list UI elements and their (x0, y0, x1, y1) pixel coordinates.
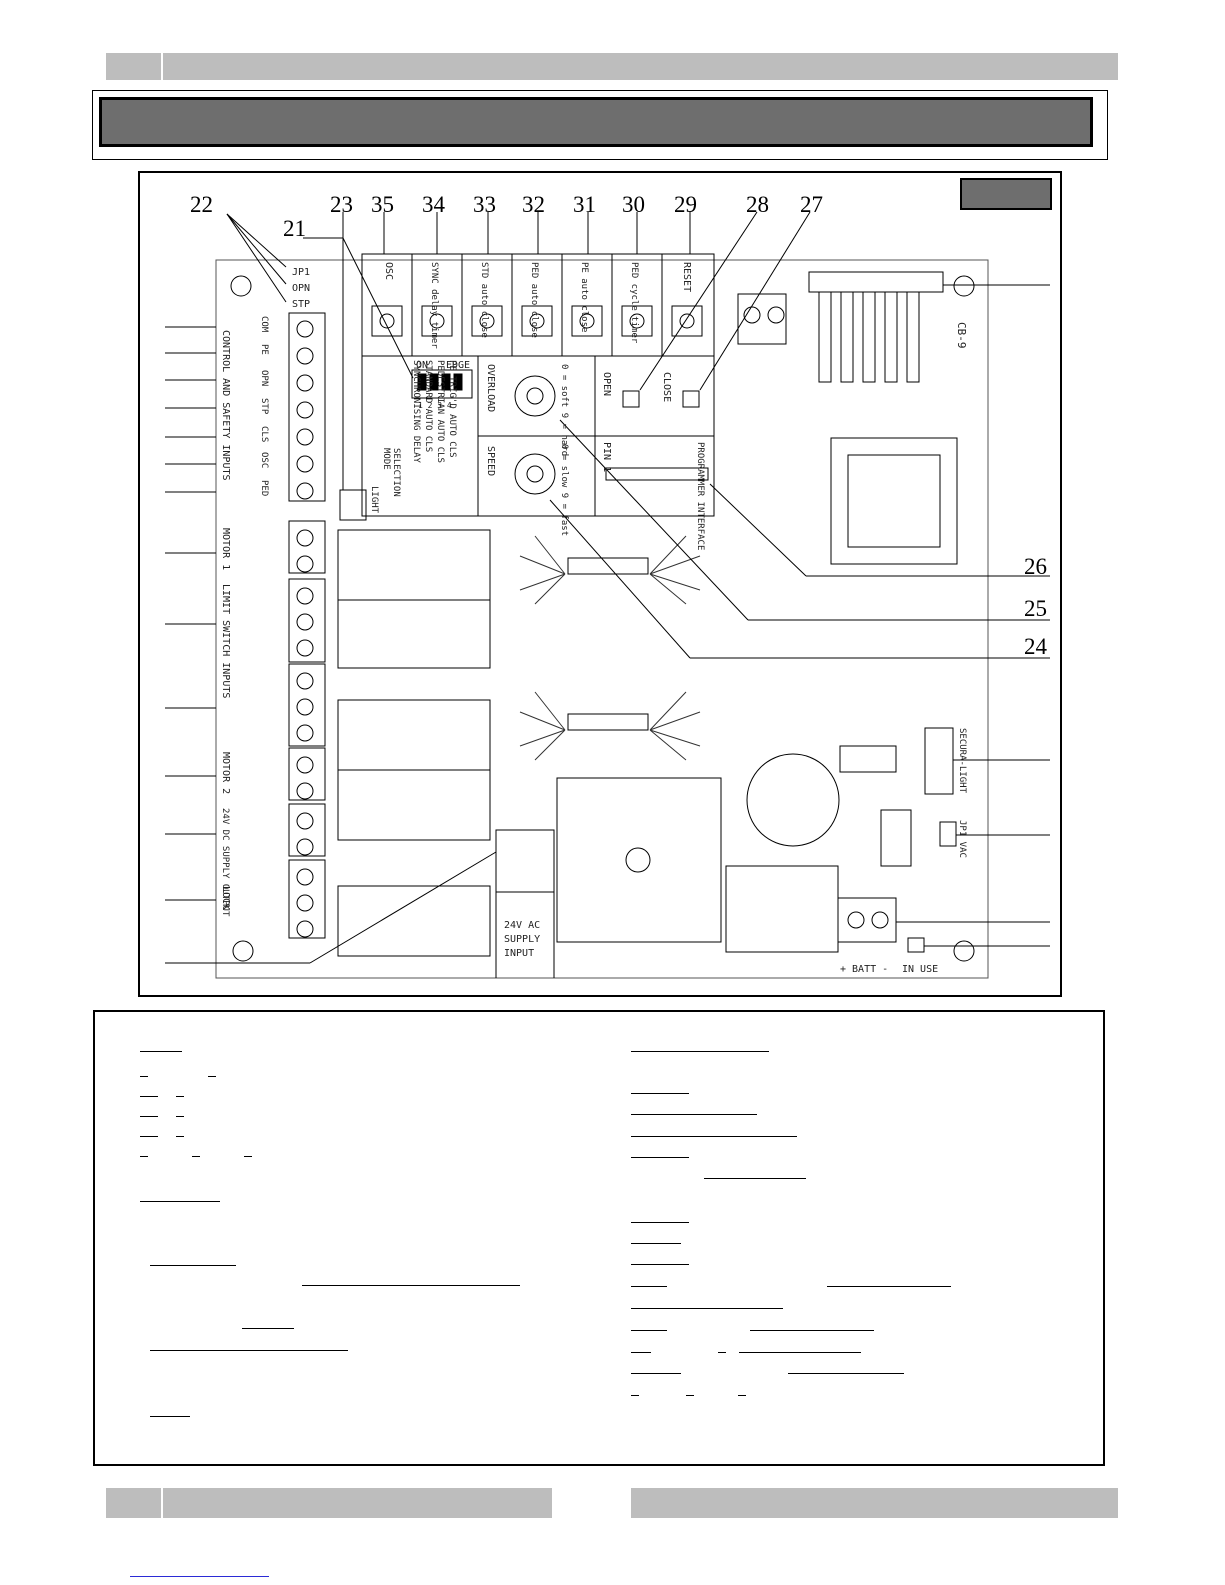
mode-label-5: PE TRIG'D AUTO CLS (447, 360, 457, 458)
close-label: CLOSE (661, 372, 672, 402)
callout-21: 21 (283, 216, 306, 241)
button-osc-label: OSC (383, 262, 394, 280)
button-pedcycle-label: PED cycle timer (629, 262, 639, 344)
dip-edge-label: EDGE (446, 360, 470, 371)
control-group-label: CONTROL AND SAFETY INPUTS (220, 330, 231, 481)
motor2-label: MOTOR 2 (220, 752, 231, 794)
term-osc-label: OSC (259, 452, 269, 468)
button-reset-label: RESET (681, 262, 692, 292)
programmer-label: PROGRAMMER INTERFACE (695, 442, 705, 550)
term-com-label: COM (259, 316, 269, 333)
in-use-label: IN USE (902, 964, 938, 975)
lock-label: LOCK (220, 886, 231, 910)
callout-28: 28 (746, 192, 769, 217)
jp1-vac-label: JP1 VAC (957, 820, 967, 858)
term-pe-label: PE (259, 344, 269, 355)
term-cls-label: CLS (259, 426, 269, 442)
mode-label-4: PEDESTRIAN AUTO CLS (435, 360, 445, 463)
mode-label-0: MODE (381, 448, 391, 470)
diagram-frame (138, 171, 1062, 997)
speed-scale-label: 0 = slow 9 = fast (559, 444, 569, 536)
motor1-label: MOTOR 1 (220, 528, 231, 570)
button-sync-label: SYNC delay timer (429, 262, 439, 349)
callout-33: 33 (473, 192, 496, 217)
callout-27: 27 (800, 192, 823, 217)
supply-in-label-1: SUPPLY (504, 934, 540, 945)
callout-29: 29 (674, 192, 697, 217)
callout-23: 23 (330, 192, 353, 217)
term-opn-label: OPN (259, 370, 269, 386)
jumper-opn-label: OPN (292, 283, 310, 294)
mode-label-1: SELECTION (391, 448, 401, 497)
dip-numbers-label: 1 2 3 4 (418, 401, 452, 410)
open-label: OPEN (601, 372, 612, 396)
jumper-stp-label: STP (292, 299, 310, 310)
pin1-label: PIN 1 (601, 442, 612, 472)
light-label: LIGHT (369, 486, 379, 514)
footer-band-right (631, 1488, 1118, 1518)
callout-25: 25 (1024, 596, 1047, 621)
callout-22: 22 (190, 192, 213, 217)
model-label: CB-9 (955, 322, 968, 349)
batt-label: + BATT - (840, 964, 888, 975)
term-stp-label: STP (259, 398, 269, 415)
footer-link-underline[interactable] (130, 1576, 269, 1577)
callout-26: 26 (1024, 554, 1047, 579)
callout-31: 31 (573, 192, 596, 217)
footer-band-left (106, 1488, 552, 1518)
overload-scale-label: 0 = soft 9 = hard (559, 364, 569, 456)
legend-panel (93, 1010, 1105, 1466)
callout-34: 34 (422, 192, 446, 217)
overload-label: OVERLOAD (485, 364, 496, 412)
speed-label: SPEED (485, 446, 496, 476)
button-pe-label: PE auto close (579, 262, 589, 332)
limit-label: LIMIT SWITCH INPUTS (220, 584, 231, 698)
figure-tag (960, 178, 1052, 210)
term-ped-label: PED (259, 480, 269, 496)
supply-out-label: 24V DC SUPPLY OUTPUT (220, 808, 230, 917)
callout-30: 30 (622, 192, 645, 217)
callout-32: 32 (522, 192, 545, 217)
secura-light-label: SECURA-LIGHT (957, 728, 967, 794)
button-std-label: STD auto close (479, 262, 489, 338)
header-band (106, 53, 1118, 80)
supply-in-label-2: INPUT (504, 948, 534, 959)
supply-in-label-0: 24V AC (504, 920, 540, 931)
callout-24: 24 (1024, 634, 1048, 659)
mode-label-3: STANDARD AUTO CLS (423, 360, 433, 452)
callout-35: 35 (371, 192, 394, 217)
jumper-jp1-label: JP1 (292, 267, 310, 278)
dip-on-label: ON (416, 360, 428, 371)
mode-label-2: SYNCHRONISING DELAY (411, 360, 421, 464)
button-ped-label: PED auto close (529, 262, 539, 338)
title-bar (99, 97, 1093, 147)
